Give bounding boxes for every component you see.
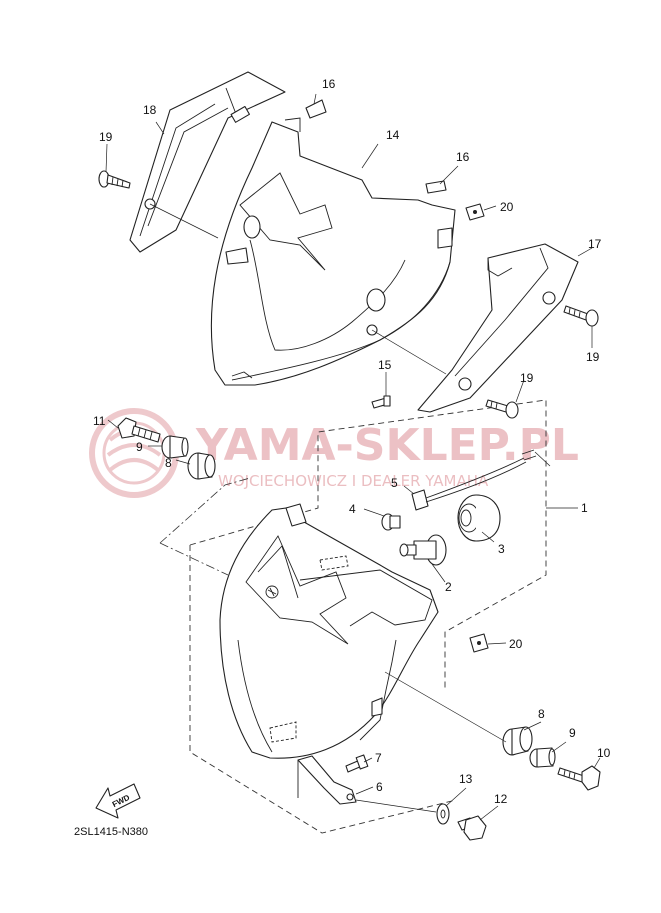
callout-17: 17 [588,237,602,251]
callout-13: 13 [459,772,473,786]
watermark-subtitle: WOJCIECHOWICZ I DEALER YAMAHA [218,472,489,490]
part-7-screw [345,754,369,773]
callout-9-right: 9 [569,726,576,740]
callout-15: 15 [378,358,392,372]
callout-8-right: 8 [538,707,545,721]
part-20-clip-upper [465,203,485,221]
callout-20-lower: 20 [509,637,523,651]
callout-16-right: 16 [456,150,470,164]
part-17-right-bracket [417,243,579,413]
callout-14: 14 [386,128,400,142]
assembly-box [159,399,547,834]
diagram-code: 2SL1415-N380 [74,826,148,838]
callout-8-left: 8 [165,456,172,470]
part-6-stay-bracket [297,755,357,805]
callout-2: 2 [445,580,452,594]
part-19-screw-left [98,170,131,189]
part-2-headlight-bulb [399,534,447,566]
part-14-upper-cowling [210,117,456,386]
part-16-tab-upper [305,99,327,119]
callout-3: 3 [498,542,505,556]
callout-labels: 18 19 16 14 16 20 17 19 19 15 11 9 8 5 4… [93,77,611,806]
part-1-headlight-assembly [219,503,439,759]
part-19-screw-right-upper [563,305,599,327]
watermark-title: YAMA-SKLEP.PL [195,420,579,471]
part-10-bolt [557,765,601,791]
callout-4: 4 [349,502,356,516]
part-20-clip-lower [469,633,489,653]
callout-18: 18 [143,103,157,117]
part-9-collar-right [529,747,556,768]
callout-9-left: 9 [136,440,143,454]
leader-lines [105,93,601,821]
part-5-socket-cord [411,449,551,511]
callout-12: 12 [494,792,508,806]
part-15-screw [371,395,391,409]
part-8-grommet-left [187,452,216,480]
callout-1: 1 [581,501,588,515]
callout-16-upper: 16 [322,77,336,91]
part-12-bolt [457,815,487,841]
callout-19-right-upper: 19 [586,350,600,364]
part-8-grommet-right [502,726,533,756]
part-19-screw-right-lower [485,399,519,419]
part-11-bolt [117,417,161,443]
callout-5: 5 [391,476,398,490]
part-13-washer [436,803,450,825]
callout-19-left: 19 [99,130,113,144]
part-3-bulb-cover [457,494,501,542]
part-4-position-bulb [381,513,401,531]
part-16-tab-right [425,180,447,194]
part-9-collar-left [161,435,189,459]
callout-19-right-lower: 19 [520,371,534,385]
callout-6: 6 [376,780,383,794]
fwd-arrow-icon: FWD [95,783,141,819]
part-18-left-bracket [129,71,286,253]
callout-11: 11 [93,414,106,428]
callout-20-upper: 20 [500,200,514,214]
callout-10: 10 [597,746,611,760]
callout-7: 7 [375,751,382,765]
